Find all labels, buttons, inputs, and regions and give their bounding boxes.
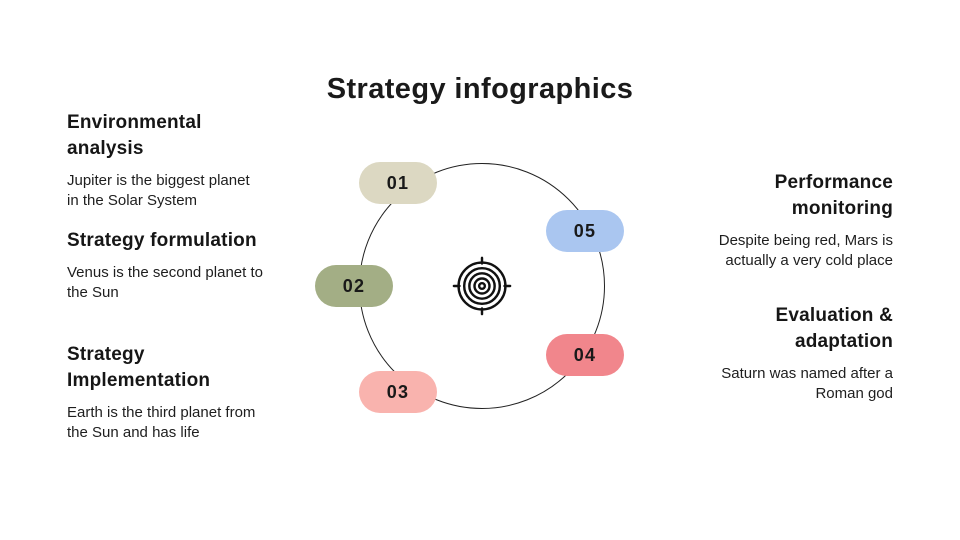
section-strategy-formulation: Strategy formulation Venus is the second… bbox=[67, 228, 265, 302]
target-icon bbox=[452, 256, 512, 316]
page-title: Strategy infographics bbox=[326, 73, 634, 106]
step-label: 05 bbox=[573, 220, 597, 241]
section-body: Earth is the third planet from the Sun a… bbox=[67, 404, 256, 441]
section-performance-monitoring: Performance monitoring Despite being red… bbox=[695, 170, 893, 270]
step-label: 03 bbox=[386, 381, 410, 402]
step-pill-01: 01 bbox=[359, 162, 437, 204]
section-heading: Strategy Implementation bbox=[67, 344, 211, 391]
step-label: 01 bbox=[386, 172, 410, 193]
step-pill-02: 02 bbox=[315, 265, 393, 307]
section-environmental-analysis: Environmental analysis Jupiter is the bi… bbox=[67, 110, 265, 210]
step-pill-04: 04 bbox=[546, 334, 624, 376]
step-label: 02 bbox=[342, 275, 366, 296]
section-body: Saturn was named after a Roman god bbox=[721, 365, 893, 402]
section-heading: Environmental analysis bbox=[67, 112, 202, 159]
section-evaluation-adaptation: Evaluation & adaptation Saturn was named… bbox=[695, 303, 893, 403]
step-pill-03: 03 bbox=[359, 371, 437, 413]
section-heading: Performance monitoring bbox=[774, 172, 893, 219]
section-body: Despite being red, Mars is actually a ve… bbox=[718, 232, 893, 269]
step-label: 04 bbox=[573, 344, 597, 365]
section-heading: Evaluation & adaptation bbox=[775, 305, 893, 352]
section-body: Venus is the second planet to the Sun bbox=[67, 264, 263, 301]
section-strategy-implementation: Strategy Implementation Earth is the thi… bbox=[67, 342, 265, 442]
section-heading: Strategy formulation bbox=[67, 230, 257, 251]
section-body: Jupiter is the biggest planet in the Sol… bbox=[67, 172, 250, 209]
step-pill-05: 05 bbox=[546, 210, 624, 252]
